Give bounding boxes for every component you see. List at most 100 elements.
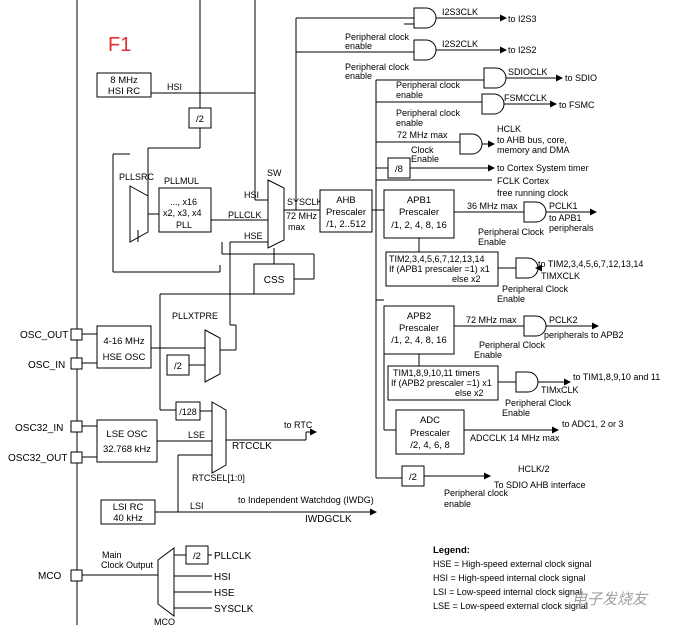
apb1-tim-box [385,251,499,287]
rtcsel-label: RTCSEL[1:0] [192,473,245,483]
mco-pin [70,569,83,582]
apb1-to-tim: to TIM2,3,4,5,6,7,12,13,14 [538,259,643,269]
mco-pin-label: MCO [38,571,62,582]
hclk-to2: memory and DMA [497,145,570,155]
pllclk-label: PLLCLK [228,210,262,220]
hsi-wire-label: HSI [167,82,182,92]
ahb-prescaler-box [319,189,373,233]
osc32-in-pin [70,420,83,433]
ahb-name: AHB [336,195,356,206]
apb1-max: 36 MHz max [467,201,518,211]
apb2-en2: Enable [502,408,530,418]
hsi-name: HSI RC [108,86,140,97]
div8-label: /8 [395,164,403,175]
hclk-label: HCLK [497,124,521,134]
en1-label: enable [345,41,372,51]
legend-item-hse: HSE = High-speed external clock signal [433,559,591,569]
lsi-freq: 40 kHz [113,513,143,524]
sysclk-label: SYSCLK [287,197,323,207]
pclk1-gate [523,201,547,223]
pce3-label: Peripheral clock [396,80,461,90]
hse-div2-label: /2 [174,361,182,372]
iwdg-label: to Independent Watchdog (IWDG) [238,495,374,505]
apb1-to1: to APB1 [549,213,582,223]
pllsrc-label: PLLSRC [119,172,155,182]
lsi-name: LSI RC [113,502,144,513]
pclk2-gate [523,315,547,337]
apb2-prescaler-box [383,305,455,355]
apb2-pce2: Peripheral Clock [505,398,572,408]
legend-item-lsi: LSI = Low-speed internal clock signal [433,587,582,597]
sdioclk-label: SDIOCLK [508,67,548,77]
hclk-max-label: 72 MHz max [397,130,448,140]
watermark: 电子发烧友 [572,591,649,608]
sw-mux [267,179,285,249]
sdio-ahb-pce: Peripheral clock [444,488,509,498]
rtcsel-mux [211,401,227,474]
pce2-label: Peripheral clock [345,62,410,72]
sdio-ahb-en: enable [444,499,471,509]
adc-prescaler: Prescaler [410,428,450,439]
apb2-to: peripherals to APB2 [544,330,624,340]
apb1-en: Enable [478,237,506,247]
div128-label: /128 [179,407,197,417]
apb2-tim-box [387,365,499,401]
pll-box [158,187,212,233]
adc-values: /2, 4, 6, 8 [410,440,450,451]
apb1-tim2: If (APB1 prescaler =1) x1 [389,264,490,274]
ahb-values: /1, 2..512 [326,219,366,230]
pllsrc-mux [129,185,149,243]
apb1-values: /1, 2, 4, 8, 16 [391,220,446,231]
mco-mux-label: MCO [154,617,175,625]
sysclk-max1: 72 MHz [286,211,318,221]
lsi-wire-label: LSI [190,501,204,511]
mco-title1: Main [102,550,122,560]
fsmcclk-label: FSMCCLK [504,93,547,103]
fclk1-label: FCLK Cortex [497,176,550,186]
mco-hse: HSE [214,588,235,599]
fclk2-label: free running clock [497,188,569,198]
sw-hse-label: HSE [244,231,263,241]
i2s2clk-label: I2S2CLK [442,39,478,49]
adc-clk: ADCCLK 14 MHz max [470,433,560,443]
apb1-prescaler-box [383,189,455,239]
apb2-max: 72 MHz max [466,315,517,325]
sdio-ahb-to: To SDIO AHB interface [494,480,586,490]
hclk2-label: HCLK/2 [518,464,550,474]
apb2-pce: Peripheral Clock [479,340,546,350]
apb2-en: Enable [474,350,502,360]
mco-sysclk: SYSCLK [214,604,254,615]
legend-title: Legend: [433,545,470,556]
pclk2-label: PCLK2 [549,315,578,325]
apb1-name: APB1 [407,195,431,206]
pll-name: PLL [176,220,192,230]
apb1-to2: peripherals [549,223,594,233]
apb1-pce2: Peripheral Clock [502,284,569,294]
apb2-tim3: else x2 [455,388,484,398]
apb2-tim1: TIM1,8,9,10,11 timers [393,368,480,378]
en4-label: enable [396,118,423,128]
timxclk1-gate [515,257,539,279]
apb2-tim2: If (APB2 prescaler =1) x1 [391,378,492,388]
iwdgclk-label: IWDGCLK [305,514,352,525]
hclk-to1: to AHB bus, core, [497,135,567,145]
apb1-en2: Enable [497,294,525,304]
mco-pllclk: PLLCLK [214,551,252,562]
to-rtc-label: to RTC [284,420,313,430]
sdio-gate [483,67,507,89]
hclk-gate [459,133,483,155]
i2s2-gate [413,39,437,61]
pce1-label: Peripheral clock [345,32,410,42]
adc-prescaler-box [395,409,465,455]
to-i2s2-label: to I2S2 [508,45,537,55]
to-sdio-label: to SDIO [565,73,597,83]
lse-osc-box [96,419,158,463]
osc32-out-pin [70,451,83,464]
osc32-out-label: OSC32_OUT [8,453,67,464]
lsi-rc-box [100,499,156,525]
to-i2s3-label: to I2S3 [508,14,537,24]
apb1-prescaler: Prescaler [399,207,439,218]
osc-out-pin [70,328,83,341]
